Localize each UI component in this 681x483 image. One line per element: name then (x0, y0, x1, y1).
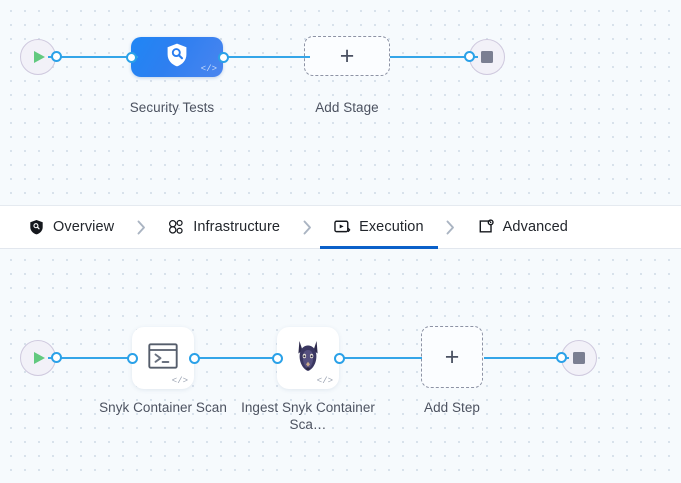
stage-body[interactable]: </> (131, 37, 223, 77)
stage-card-security-tests[interactable]: </> (125, 37, 229, 77)
tab-infrastructure-label: Infrastructure (193, 219, 281, 235)
edge-start-to-stage (48, 55, 138, 59)
step-label-ingest-snyk-container-scan: Ingest Snyk Container Sca… (241, 400, 375, 432)
play-screen-icon (334, 219, 351, 236)
stage-canvas[interactable]: </> Security Tests + Add Stage (0, 0, 681, 205)
step-body[interactable]: </> (132, 327, 194, 389)
pipeline-end-node[interactable] (463, 39, 505, 75)
add-step-card[interactable]: + (421, 326, 483, 388)
chevron-right-icon-1 (128, 206, 154, 248)
stage-input-port[interactable] (125, 51, 137, 63)
code-badge-icon: </> (171, 376, 188, 386)
plus-icon: + (339, 41, 355, 70)
step-body[interactable]: </> (277, 327, 339, 389)
edge-start-to-step1 (48, 356, 136, 360)
tab-overview[interactable]: Overview (14, 206, 128, 248)
add-stage-card[interactable]: + (304, 36, 390, 76)
plus-icon: + (444, 342, 460, 371)
settings-card-icon (478, 219, 495, 236)
chevron-right-icon-3 (438, 206, 464, 248)
shield-search-icon (165, 42, 189, 73)
tab-infrastructure[interactable]: Infrastructure (154, 206, 294, 248)
step-card-snyk-container-scan[interactable]: </> (126, 327, 200, 389)
cluster-icon (168, 219, 185, 236)
edge-stage-to-add (218, 55, 310, 59)
start-output-port[interactable] (51, 352, 62, 363)
stage-label-security-tests: Security Tests (129, 100, 215, 115)
tab-execution-label: Execution (359, 219, 424, 235)
edge-add-to-end (390, 55, 478, 59)
stop-icon (481, 51, 493, 63)
step-canvas[interactable]: </> Snyk Container Scan (0, 249, 681, 483)
play-icon (34, 51, 45, 63)
step1-output-port[interactable] (188, 352, 200, 364)
tab-advanced[interactable]: Advanced (464, 206, 582, 248)
shield-icon (28, 219, 45, 236)
end-circle[interactable] (469, 39, 505, 75)
step-card-ingest-snyk-container-scan[interactable]: </> (271, 327, 345, 389)
tab-overview-label: Overview (53, 219, 115, 235)
snyk-doberman-icon (293, 339, 323, 378)
edge-step1-to-step2 (195, 356, 281, 360)
pipeline-start-node[interactable] (20, 39, 62, 75)
add-step-label: Add Step (424, 400, 480, 415)
tab-advanced-label: Advanced (502, 219, 568, 235)
add-step-button[interactable]: + (421, 326, 483, 388)
edge-add-to-end (484, 356, 569, 360)
chevron-right-icon-2 (294, 206, 320, 248)
terminal-icon (148, 342, 178, 374)
add-stage-label: Add Stage (315, 100, 379, 115)
end-input-port[interactable] (463, 51, 475, 62)
step2-input-port[interactable] (271, 352, 283, 364)
end-input-port[interactable] (555, 352, 567, 363)
pipeline-tabbar[interactable]: Overview Infrastructure (0, 205, 681, 249)
step1-input-port[interactable] (126, 352, 138, 364)
edge-step2-to-add (340, 356, 422, 360)
step-label-snyk-container-scan: Snyk Container Scan (99, 400, 227, 415)
step2-output-port[interactable] (333, 352, 345, 364)
code-badge-icon: </> (316, 376, 333, 386)
execution-start-node[interactable] (20, 340, 62, 376)
play-icon (34, 352, 45, 364)
start-output-port[interactable] (51, 51, 62, 62)
stop-icon (573, 352, 585, 364)
execution-end-node[interactable] (555, 340, 597, 376)
code-badge-icon: </> (200, 64, 217, 74)
add-stage-button[interactable]: + (304, 36, 390, 76)
tab-execution[interactable]: Execution (320, 206, 438, 249)
stage-output-port[interactable] (217, 51, 229, 63)
